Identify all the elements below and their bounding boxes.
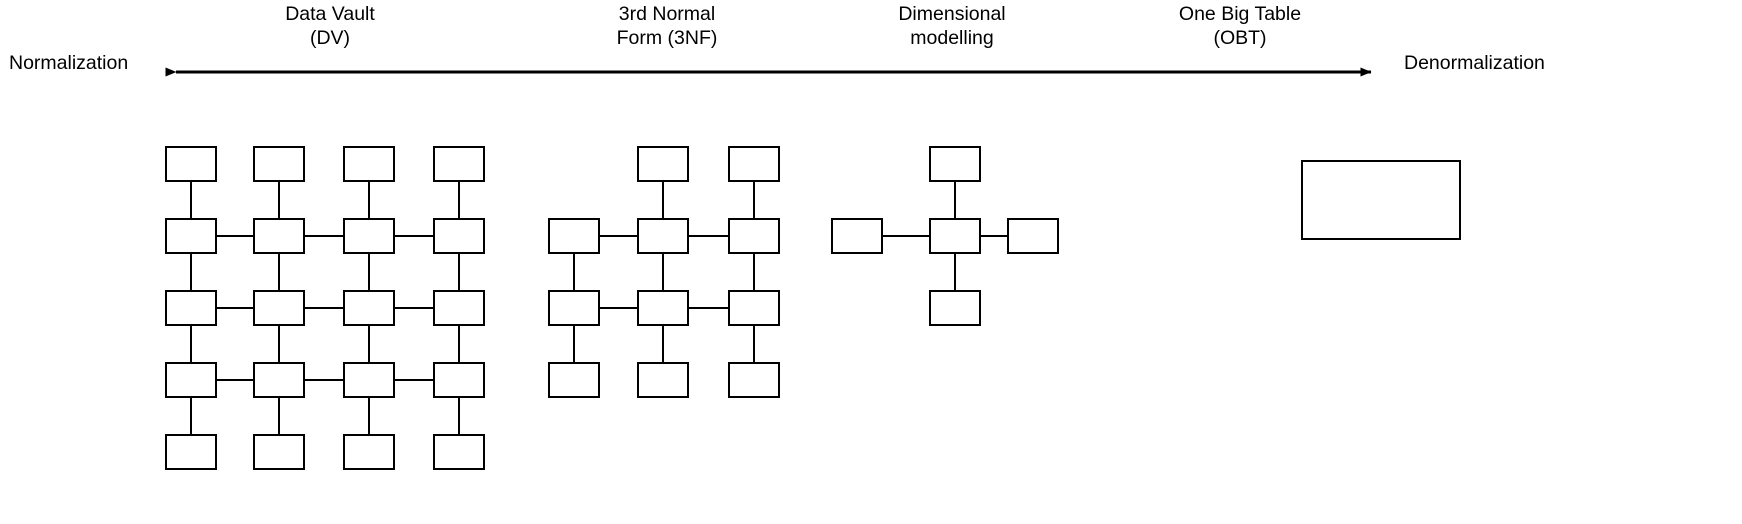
3nf-node: [728, 362, 780, 398]
dv-edge-horizontal: [305, 378, 343, 382]
3nf-edge-vertical: [661, 254, 665, 290]
dv-node: [253, 434, 305, 470]
dv-node: [253, 362, 305, 398]
dim-node-dimension-left: [831, 218, 883, 254]
dv-edge-horizontal: [217, 306, 253, 310]
column-heading-third-normal-form: 3rd Normal Form (3NF): [616, 3, 718, 49]
dv-node: [343, 362, 395, 398]
dv-edge-horizontal: [305, 306, 343, 310]
dv-edge-horizontal: [217, 378, 253, 382]
3nf-node: [548, 362, 600, 398]
dv-node: [165, 434, 217, 470]
dv-node: [165, 362, 217, 398]
dv-edge-vertical: [277, 398, 281, 434]
dv-edge-vertical: [367, 398, 371, 434]
dv-edge-vertical: [189, 182, 193, 218]
dv-node: [343, 218, 395, 254]
dv-node: [433, 290, 485, 326]
dv-edge-vertical: [189, 254, 193, 290]
3nf-node: [637, 362, 689, 398]
obt-node-single-table: [1301, 160, 1461, 240]
dv-edge-vertical: [189, 398, 193, 434]
dv-edge-vertical: [277, 326, 281, 362]
3nf-node: [728, 218, 780, 254]
3nf-edge-horizontal: [689, 306, 728, 310]
dv-edge-horizontal: [395, 306, 433, 310]
dim-edge-vertical: [953, 182, 957, 218]
3nf-node: [548, 218, 600, 254]
axis-label-denormalization: Denormalization: [1404, 52, 1545, 74]
dv-edge-horizontal: [395, 378, 433, 382]
dv-edge-vertical: [367, 254, 371, 290]
3nf-edge-vertical: [572, 254, 576, 290]
dim-node-dimension-right: [1007, 218, 1059, 254]
dv-edge-horizontal: [395, 234, 433, 238]
dv-node: [253, 146, 305, 182]
dim-edge-vertical: [953, 254, 957, 290]
dim-node-dimension-top: [929, 146, 981, 182]
3nf-node: [728, 290, 780, 326]
3nf-edge-horizontal: [600, 234, 637, 238]
3nf-edge-vertical: [661, 326, 665, 362]
3nf-edge-vertical: [752, 326, 756, 362]
axis-label-normalization: Normalization: [9, 52, 129, 74]
dv-node: [253, 290, 305, 326]
dv-node: [433, 218, 485, 254]
dv-node: [433, 146, 485, 182]
dim-edge-horizontal: [883, 234, 929, 238]
3nf-node: [637, 290, 689, 326]
dv-node: [165, 146, 217, 182]
3nf-node: [637, 218, 689, 254]
3nf-node: [637, 146, 689, 182]
dv-edge-vertical: [277, 254, 281, 290]
dv-edge-vertical: [277, 182, 281, 218]
dv-node: [165, 290, 217, 326]
dv-edge-vertical: [189, 326, 193, 362]
dv-node: [343, 290, 395, 326]
3nf-edge-horizontal: [689, 234, 728, 238]
dv-edge-vertical: [367, 182, 371, 218]
dv-edge-vertical: [367, 326, 371, 362]
dv-node: [343, 434, 395, 470]
column-heading-one-big-table: One Big Table (OBT): [1178, 3, 1302, 49]
dv-node: [253, 218, 305, 254]
dv-edge-vertical: [457, 398, 461, 434]
3nf-node: [548, 290, 600, 326]
dv-node: [433, 362, 485, 398]
3nf-edge-vertical: [752, 254, 756, 290]
dv-node: [343, 146, 395, 182]
dv-edge-horizontal: [305, 234, 343, 238]
column-heading-data-vault: Data Vault (DV): [285, 3, 375, 49]
dv-edge-vertical: [457, 182, 461, 218]
dim-edge-horizontal: [981, 234, 1007, 238]
dim-node-fact-center: [929, 218, 981, 254]
dv-edge-vertical: [457, 326, 461, 362]
3nf-node: [728, 146, 780, 182]
3nf-edge-horizontal: [600, 306, 637, 310]
dv-node: [433, 434, 485, 470]
dim-node-dimension-bottom: [929, 290, 981, 326]
dv-edge-vertical: [457, 254, 461, 290]
dv-node: [165, 218, 217, 254]
column-heading-dimensional-modelling: Dimensional modelling: [898, 3, 1006, 49]
dv-edge-horizontal: [217, 234, 253, 238]
3nf-edge-vertical: [661, 182, 665, 218]
3nf-edge-vertical: [572, 326, 576, 362]
3nf-edge-vertical: [752, 182, 756, 218]
